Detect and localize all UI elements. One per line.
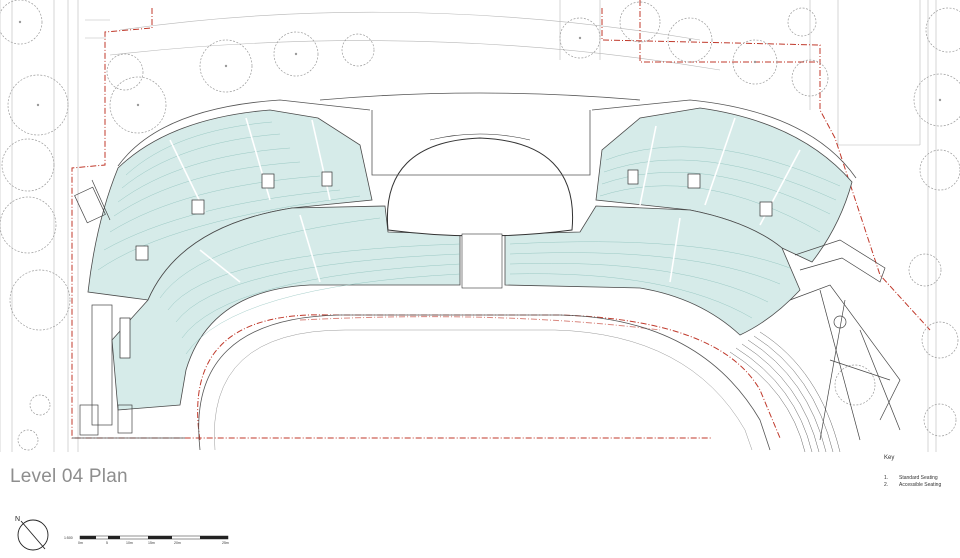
scale-tick: 10m (126, 541, 133, 545)
seating-lower-right (504, 205, 801, 336)
scale-bar: 1:500 0m 5 10m 15m 20m 25m (64, 535, 229, 545)
left-core (72, 179, 185, 439)
site-linework (0, 0, 937, 452)
key-item-number: 2. (884, 482, 889, 488)
key-item-number: 1. (884, 475, 889, 481)
track-lanes (729, 331, 841, 452)
key-heading: Key (884, 455, 895, 461)
plan-title: Level 04 Plan (10, 466, 128, 487)
scale-tick: 25m (222, 541, 229, 545)
pitch-edge (198, 314, 771, 451)
key-item: 1. Standard Seating (884, 475, 938, 481)
vomitories (119, 169, 773, 359)
scale-ratio: 1:500 (64, 536, 73, 540)
seating-rows (97, 121, 841, 355)
north-label: N (15, 516, 20, 523)
key-item-label: Standard Seating (899, 475, 938, 481)
key-item: 2. Accessible Seating (884, 482, 941, 488)
scale-tick: 20m (174, 541, 181, 545)
external-structure (789, 239, 901, 441)
central-access (461, 233, 503, 289)
level-04-plan-drawing (0, 0, 960, 452)
central-canopy (386, 137, 574, 237)
north-arrow-icon: N (15, 516, 49, 551)
scale-tick: 15m (148, 541, 155, 545)
scale-tick: 5 (106, 541, 108, 545)
scale-tick: 0m (78, 541, 83, 545)
tree-icon (0, 0, 960, 451)
key-item-label: Accessible Seating (899, 482, 942, 488)
seating-lower-left (111, 205, 461, 411)
